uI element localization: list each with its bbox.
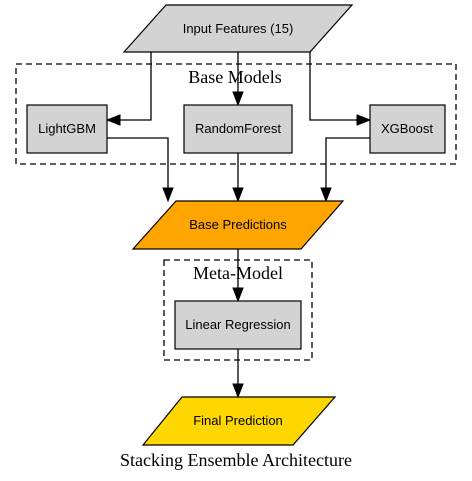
edge-xgboost-basepred-arrowhead bbox=[320, 187, 332, 203]
edge-linreg-final-arrowhead bbox=[232, 383, 244, 399]
node-xgboost: XGBoost bbox=[369, 104, 446, 154]
edge-input-lightgbm-arrowhead bbox=[105, 114, 121, 126]
node-randomforest: RandomForest bbox=[183, 104, 293, 154]
node-final-prediction-label: Final Prediction bbox=[193, 413, 283, 428]
node-base-predictions: Base Predictions bbox=[131, 200, 345, 250]
edge-lightgbm-basepred-arrowhead bbox=[162, 187, 174, 203]
edge-xgboost-basepred bbox=[325, 137, 370, 188]
edge-input-xgboost bbox=[309, 52, 357, 121]
node-input-features-label: Input Features (15) bbox=[183, 21, 294, 36]
node-linear-regression-label: Linear Regression bbox=[185, 317, 291, 332]
edge-input-lightgbm bbox=[120, 52, 152, 121]
cluster-base-models-border bbox=[15, 63, 457, 165]
diagram-title: Stacking Ensemble Architecture bbox=[120, 450, 352, 470]
node-input-features-shape bbox=[122, 4, 354, 53]
node-randomforest-label: RandomForest bbox=[195, 121, 281, 136]
node-xgboost-shape bbox=[369, 104, 446, 154]
node-base-predictions-label: Base Predictions bbox=[189, 217, 287, 232]
node-input-features: Input Features (15) bbox=[122, 4, 354, 53]
edge-randomforest-basepred-arrowhead bbox=[232, 187, 244, 203]
node-lightgbm-label: LightGBM bbox=[38, 121, 96, 136]
node-linear-regression-shape bbox=[174, 300, 302, 350]
cluster-base-models-label: Base Models bbox=[188, 67, 282, 87]
node-final-prediction: Final Prediction bbox=[141, 396, 337, 446]
edge-input-randomforest-arrowhead bbox=[232, 91, 244, 107]
node-final-prediction-shape bbox=[141, 396, 337, 446]
node-lightgbm-shape bbox=[26, 104, 108, 154]
node-base-predictions-shape bbox=[131, 200, 345, 250]
edges bbox=[105, 52, 372, 399]
cluster-base-models: Base Models bbox=[15, 63, 457, 165]
edge-input-xgboost-arrowhead bbox=[356, 114, 372, 126]
edge-lightgbm-basepred bbox=[107, 137, 169, 188]
node-linear-regression: Linear Regression bbox=[174, 300, 302, 350]
node-lightgbm: LightGBM bbox=[26, 104, 108, 154]
edge-basepred-linreg-arrowhead bbox=[232, 287, 244, 303]
node-randomforest-shape bbox=[183, 104, 293, 154]
node-xgboost-label: XGBoost bbox=[381, 121, 433, 136]
